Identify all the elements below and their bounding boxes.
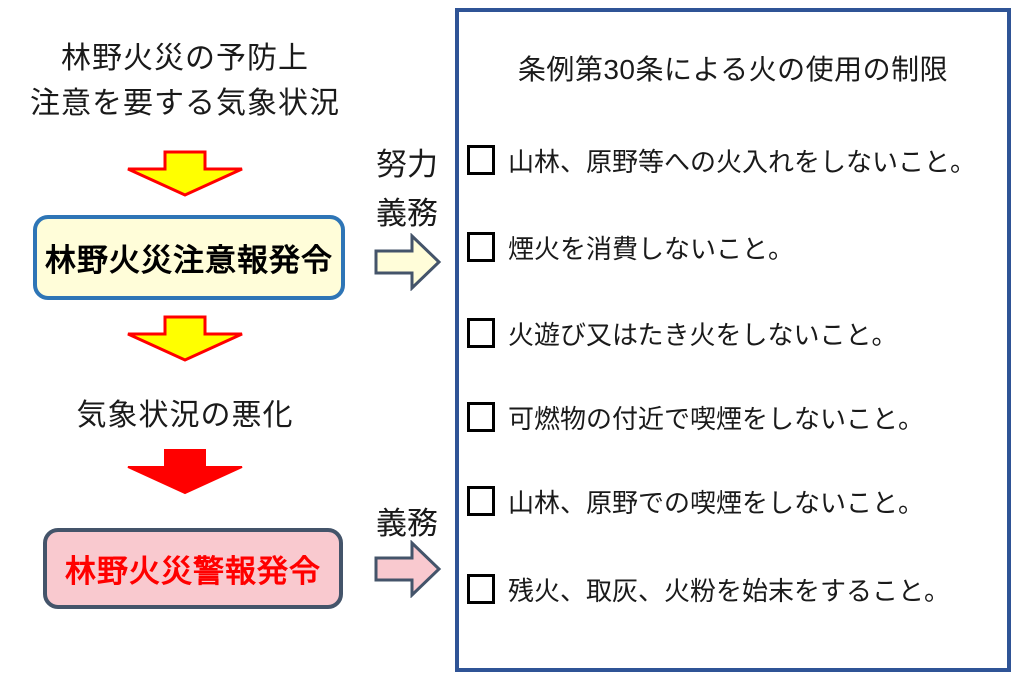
- fire-use-restrictions-panel: 条例第30条による火の使用の制限 山林、原野等への火入れをしないこと。 煙火を消…: [455, 8, 1011, 672]
- advisory-issued-box: 林野火災注意報発令: [33, 215, 345, 300]
- rule-text: 山林、原野での喫煙をしないこと。: [508, 487, 925, 518]
- weather-condition-heading: 林野火災の予防上 注意を要する気象状況: [15, 36, 355, 126]
- checkbox-icon: [467, 402, 495, 432]
- weather-worsening-label: 気象状況の悪化: [15, 390, 355, 434]
- rule-item: 火遊び又はたき火をしないこと。: [467, 316, 1001, 350]
- rule-text: 火遊び又はたき火をしないこと。: [508, 319, 898, 350]
- down-arrow-icon: [127, 315, 243, 362]
- checkbox-icon: [467, 574, 495, 604]
- rule-text: 煙火を消費しないこと。: [508, 233, 795, 264]
- rule-item: 可燃物の付近で喫煙をしないこと。: [467, 400, 1001, 434]
- weather-condition-line2: 注意を要する気象状況: [30, 87, 340, 120]
- rule-item: 山林、原野等への火入れをしないこと。: [467, 143, 1001, 177]
- weather-condition-line1: 林野火災の予防上: [61, 42, 309, 75]
- effort-obligation-line1: 努力: [376, 147, 438, 182]
- rule-item: 残火、取灰、火粉を始末をすること。: [467, 572, 1001, 606]
- warning-issued-label: 林野火災警報発令: [65, 554, 321, 589]
- duty-obligation-label: 義務: [362, 498, 452, 543]
- right-arrow-icon: [374, 233, 442, 291]
- rule-text: 山林、原野等への火入れをしないこと。: [508, 146, 977, 177]
- rule-text: 残火、取灰、火粉を始末をすること。: [508, 575, 951, 606]
- checkbox-icon: [467, 486, 495, 516]
- checkbox-icon: [467, 145, 495, 175]
- rule-item: 煙火を消費しないこと。: [467, 230, 1001, 264]
- down-arrow-icon: [127, 150, 243, 197]
- effort-obligation-label: 努力 義務: [362, 140, 452, 238]
- weather-worsening-text: 気象状況の悪化: [76, 399, 294, 432]
- effort-obligation-line2: 義務: [376, 196, 438, 231]
- warning-issued-box: 林野火災警報発令: [43, 528, 343, 609]
- duty-obligation-text: 義務: [376, 506, 438, 541]
- right-arrow-icon: [374, 540, 442, 598]
- checkbox-icon: [467, 318, 495, 348]
- panel-title: 条例第30条による火の使用の制限: [517, 54, 949, 85]
- checkbox-icon: [467, 232, 495, 262]
- rule-text: 可燃物の付近で喫煙をしないこと。: [508, 403, 925, 434]
- advisory-issued-label: 林野火災注意報発令: [45, 243, 333, 278]
- down-arrow-icon: [127, 449, 243, 495]
- rule-item: 山林、原野での喫煙をしないこと。: [467, 484, 1001, 518]
